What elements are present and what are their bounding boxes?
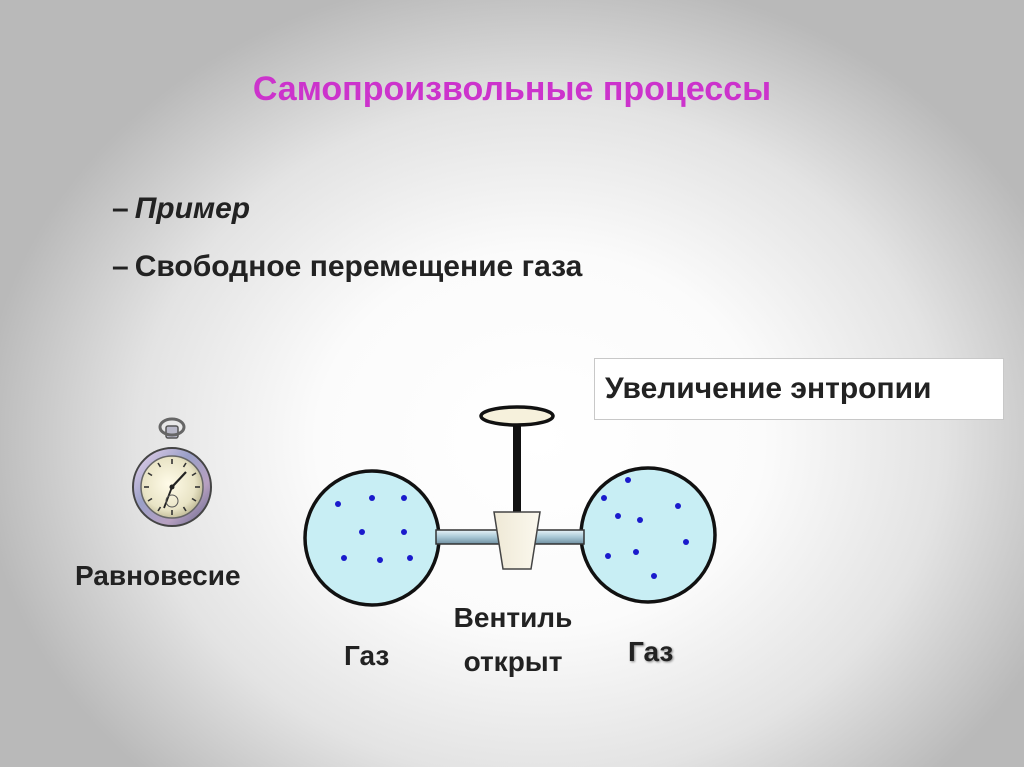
bullet-gas-movement-text: Свободное перемещение газа <box>134 250 583 283</box>
bullet-example: –Пример <box>112 192 250 226</box>
pocket-watch-icon <box>132 417 212 527</box>
left-gas-label: Газ <box>344 640 390 671</box>
slide-title: Самопроизвольные процессы <box>252 70 772 108</box>
entropy-increase-box: Увеличение энтропии <box>594 358 1004 420</box>
valve-body[interactable] <box>493 511 541 570</box>
valve-stem <box>513 420 521 516</box>
right-gas-flask <box>579 466 717 604</box>
right-gas-particles <box>601 477 689 579</box>
valve-label-line2: открыт <box>463 646 563 677</box>
left-gas-particles <box>335 495 413 563</box>
valve-open-label: Вентиль открыт <box>440 596 586 684</box>
right-gas-label: Газ <box>628 636 674 667</box>
bullet-gas-movement: –Свободное перемещение газа <box>112 250 582 284</box>
left-gas-flask <box>303 469 441 607</box>
bullet-example-text: Пример <box>134 192 251 225</box>
entropy-increase-label: Увеличение энтропии <box>605 372 932 405</box>
bullet-dash: – <box>112 192 129 225</box>
bullet-dash: – <box>112 250 129 283</box>
valve-label-line1: Вентиль <box>453 602 573 633</box>
equilibrium-label: Равновесие <box>75 560 241 591</box>
valve-handle[interactable] <box>479 405 555 427</box>
